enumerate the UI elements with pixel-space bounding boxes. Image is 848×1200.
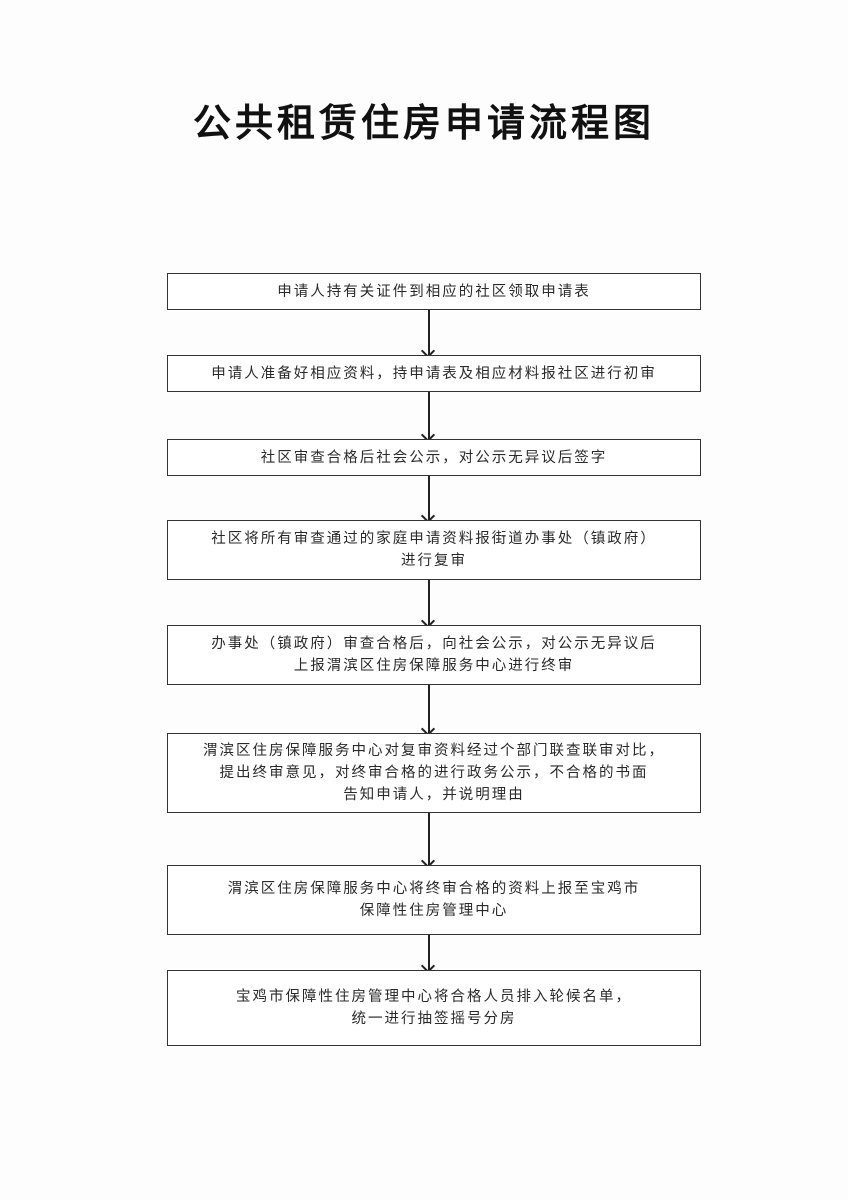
arrow-down-icon [428, 580, 430, 625]
arrow-down-icon [428, 685, 430, 733]
flow-step-3: 社区审查合格后社会公示，对公示无异议后签字 [167, 439, 701, 476]
arrow-down-icon [428, 392, 430, 439]
flow-step-2: 申请人准备好相应资料，持申请表及相应材料报社区进行初审 [167, 355, 701, 392]
flow-step-5: 办事处（镇政府）审查合格后，向社会公示，对公示无异议后 上报渭滨区住房保障服务中… [167, 625, 701, 685]
flow-step-1: 申请人持有关证件到相应的社区领取申请表 [167, 273, 701, 310]
flow-step-6: 渭滨区住房保障服务中心对复审资料经过个部门联查联审对比， 提出终审意见，对终审合… [167, 733, 701, 813]
arrow-down-icon [428, 813, 430, 865]
arrow-down-icon [428, 310, 430, 355]
flow-step-4: 社区将所有审查通过的家庭申请资料报街道办事处（镇政府） 进行复审 [167, 520, 701, 580]
arrow-down-icon [428, 476, 430, 520]
arrow-down-icon [428, 935, 430, 970]
flow-step-7: 渭滨区住房保障服务中心将终审合格的资料上报至宝鸡市 保障性住房管理中心 [167, 865, 701, 935]
page-title: 公共租赁住房申请流程图 [192, 101, 655, 145]
flow-step-8: 宝鸡市保障性住房管理中心将合格人员排入轮候名单， 统一进行抽签摇号分房 [167, 970, 701, 1046]
